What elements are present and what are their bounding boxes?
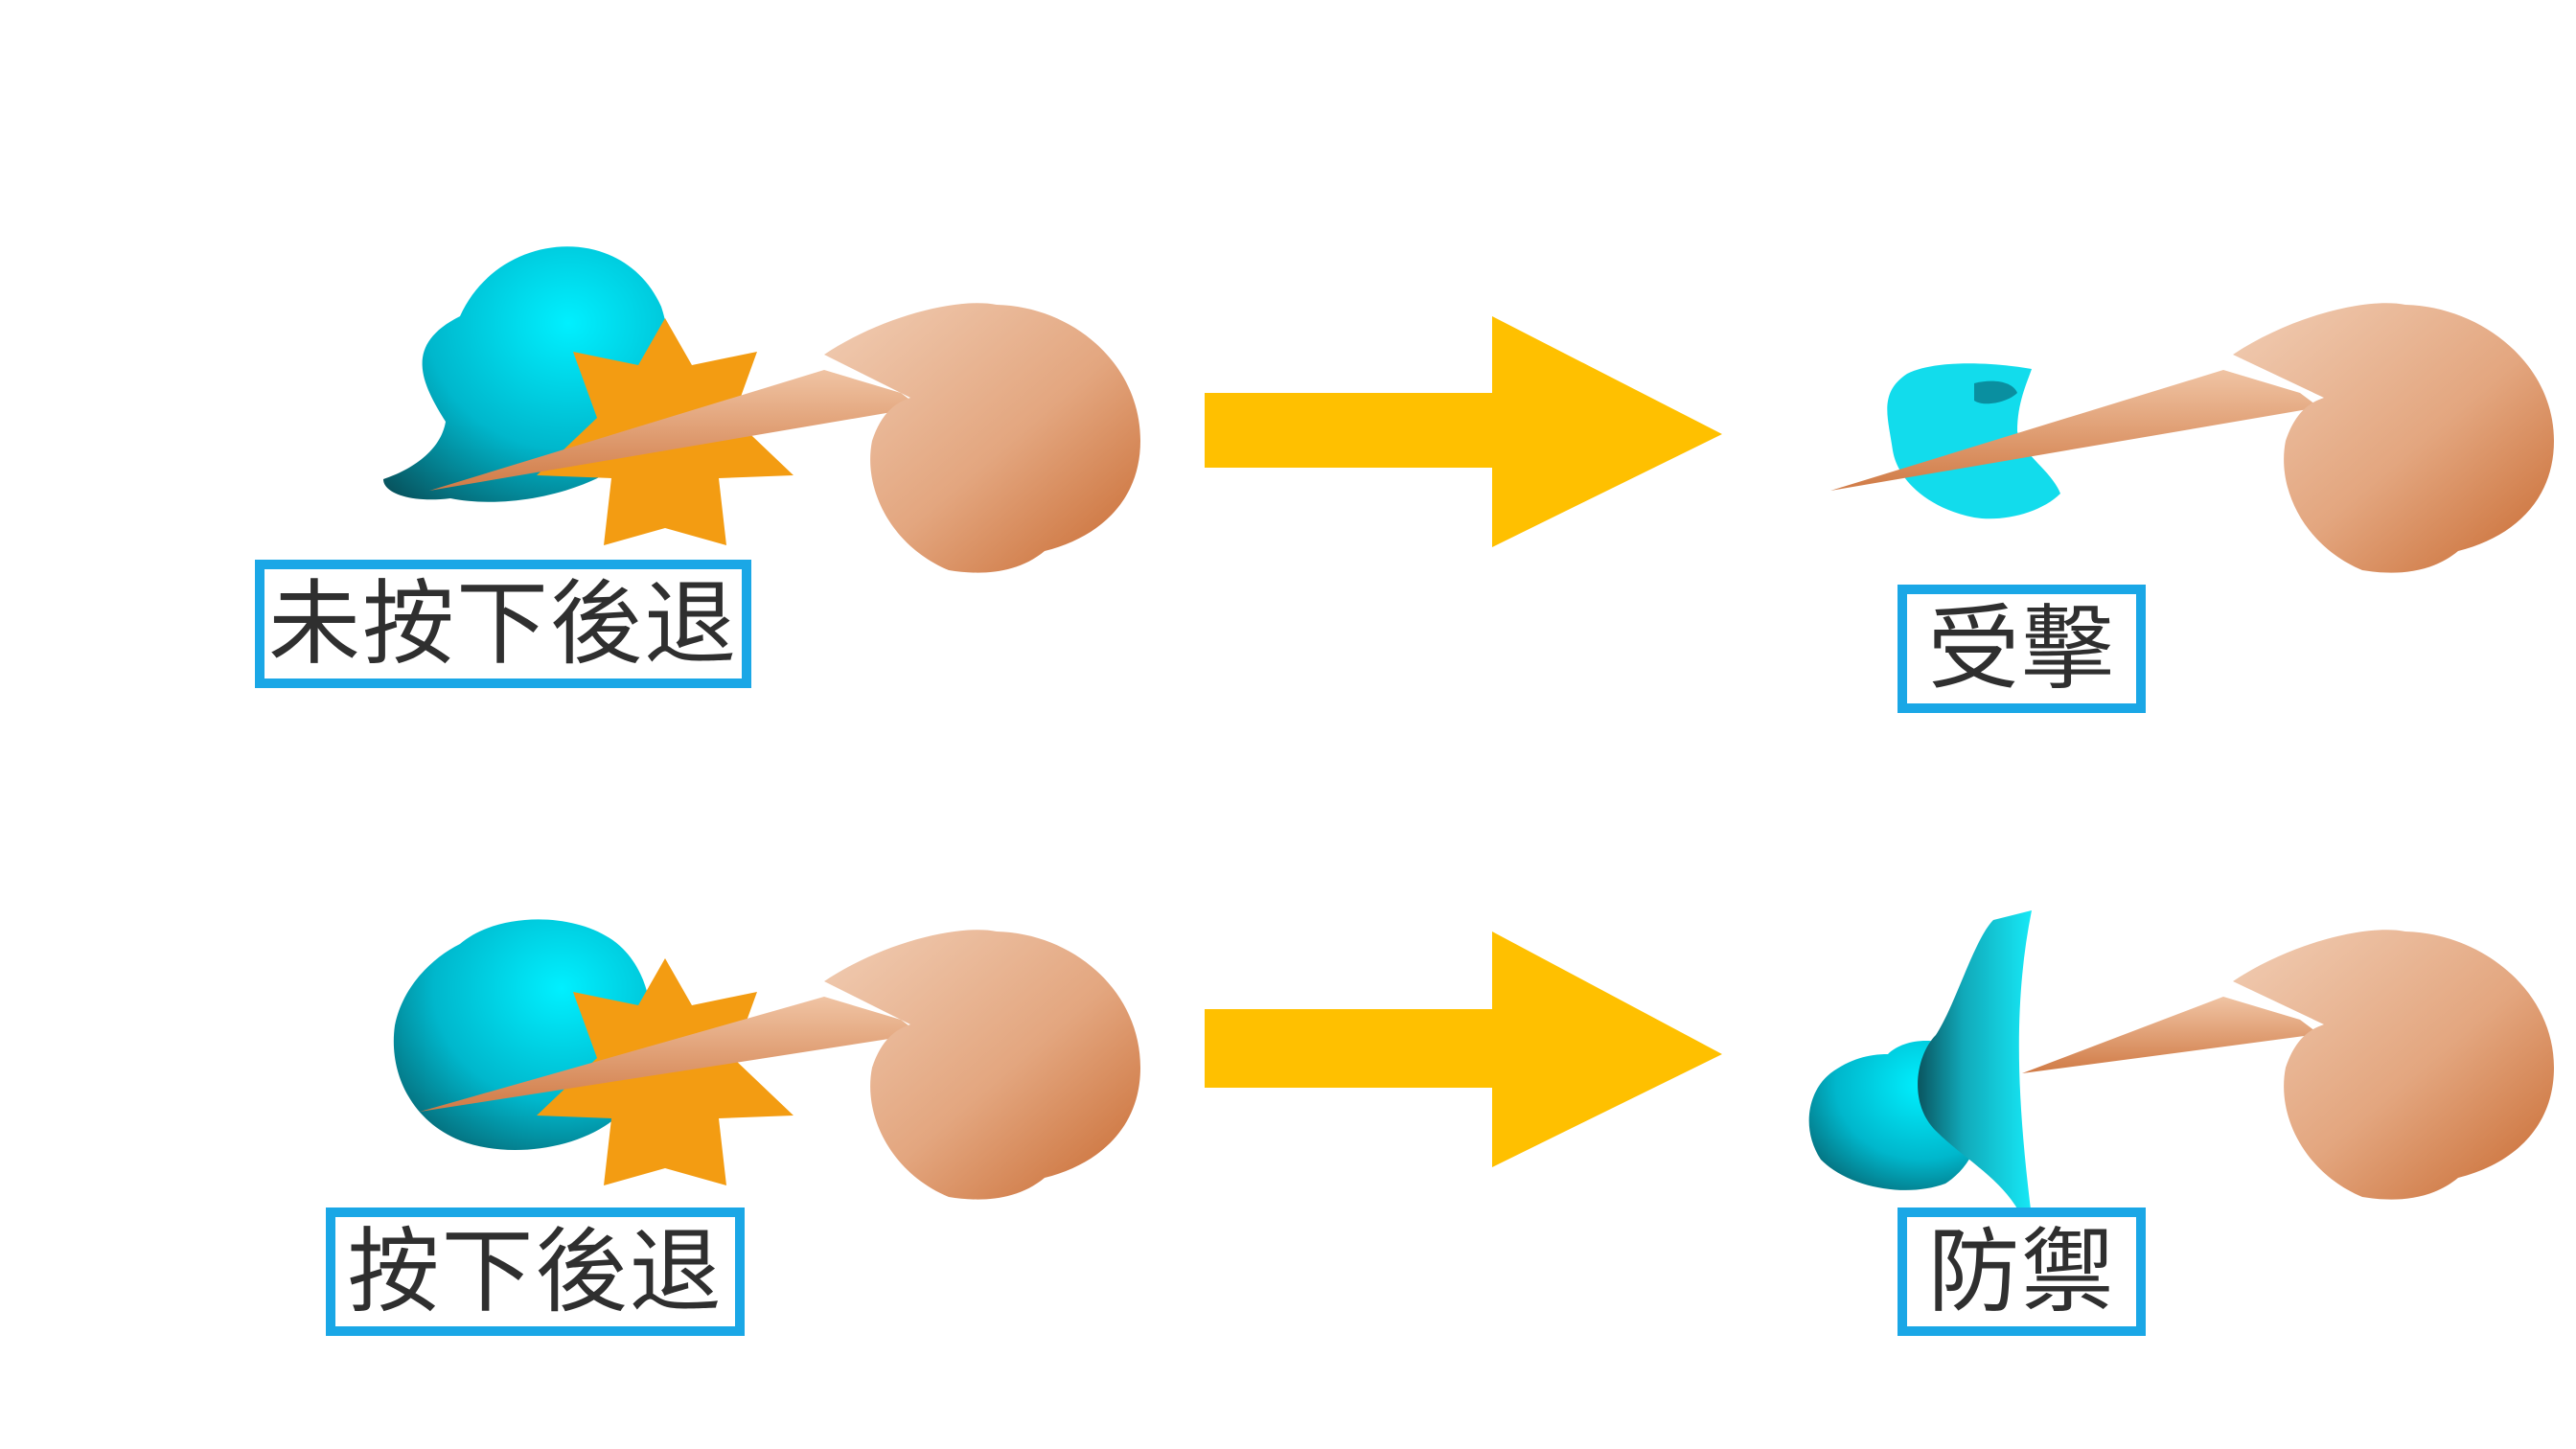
defender-guard (1808, 910, 2032, 1217)
bottom-row (393, 910, 2554, 1217)
label-hit: 受擊 (1898, 585, 2146, 713)
label-guard: 防禦 (1898, 1208, 2146, 1336)
label-not-pressed-back: 未按下後退 (255, 560, 751, 688)
top-row (383, 246, 2554, 573)
transition-arrow-icon (1205, 932, 1722, 1167)
defender-hit (1887, 363, 2060, 519)
attacker-top-right (1830, 303, 2554, 573)
label-pressed-back: 按下後退 (326, 1208, 745, 1336)
attacker-top-left (429, 303, 1140, 573)
attacker-bottom-left (420, 930, 1140, 1200)
attacker-bottom-right (2022, 930, 2554, 1200)
transition-arrow-icon (1205, 316, 1722, 547)
